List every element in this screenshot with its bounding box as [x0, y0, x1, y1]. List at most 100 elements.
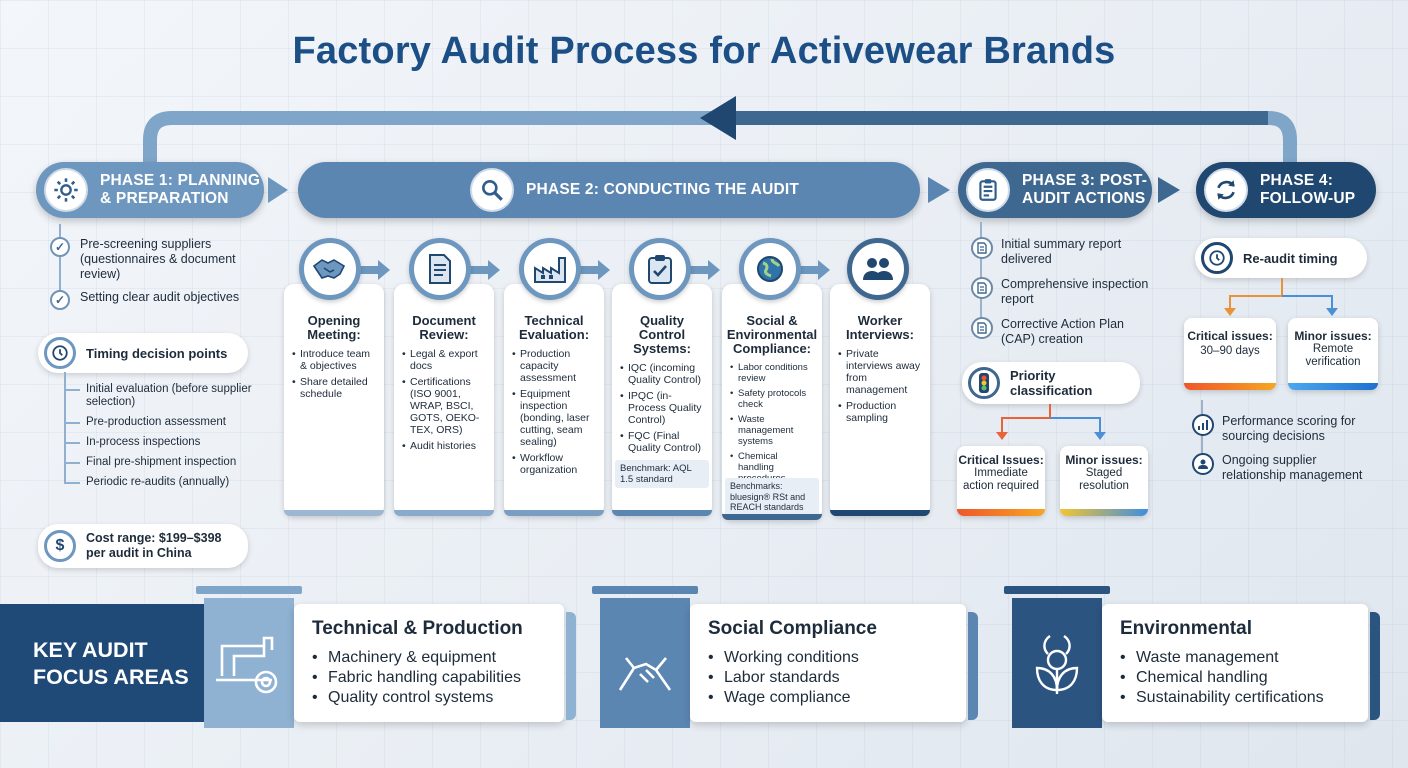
focus-card-social: Social Compliance Working conditions Lab… — [690, 604, 966, 722]
minor-issues-box: Minor issues: Staged resolution — [1060, 446, 1148, 516]
step-item: FQC (Final Quality Control) — [620, 430, 706, 454]
page-title: Factory Audit Process for Activewear Bra… — [292, 30, 1116, 72]
focus-title: Social Compliance — [708, 618, 877, 639]
step-card-social-environmental: Social & Environmental Compliance: Labor… — [722, 284, 822, 520]
reaudit-critical-desc: 30–90 days — [1200, 345, 1260, 357]
clipboard-icon — [966, 168, 1010, 212]
leaf-icon — [1012, 598, 1102, 728]
focus-item: Sustainability certifications — [1120, 688, 1324, 708]
magnifier-icon — [470, 168, 514, 212]
follow-up-item: Performance scoring for sourcing decisio… — [1192, 414, 1382, 444]
step-benchmark: Benchmark: AQL 1.5 standard — [615, 460, 709, 488]
card-bottom-bar — [830, 510, 930, 516]
card-bottom-bar — [504, 510, 604, 516]
reaudit-branch-arrows — [1224, 278, 1338, 316]
report-text: Initial summary report delivered — [1001, 237, 1122, 266]
card-bottom-bar — [394, 510, 494, 516]
dollar-icon: $ — [44, 530, 76, 562]
phase-2-header: PHASE 2: CONDUCTING THE AUDIT — [298, 162, 920, 218]
focus-item: Fabric handling capabilities — [312, 668, 521, 688]
factory-icon — [519, 238, 581, 300]
step-item: Equipment inspection (bonding, laser cut… — [512, 388, 598, 448]
follow-up-item: Ongoing supplier relationship management — [1192, 453, 1382, 483]
timing-timeline — [64, 372, 66, 484]
step-item: Production sampling — [838, 400, 924, 424]
follow-up-text: Performance scoring for sourcing decisio… — [1222, 414, 1356, 443]
checkmark-icon: ✓ — [50, 237, 70, 257]
step-title: Opening Meeting: — [307, 313, 361, 342]
reaudit-minor-box: Minor issues: Remote verification — [1288, 318, 1378, 390]
document-icon — [971, 317, 993, 339]
minor-gradient-bar — [1060, 509, 1148, 516]
phase-3-header: PHASE 3: POST-AUDIT ACTIONS — [958, 162, 1152, 218]
focus-cap-bar — [196, 586, 302, 594]
focus-stripe — [566, 612, 576, 720]
reaudit-critical-title: Critical issues: — [1187, 329, 1273, 343]
critical-issues-box: Critical Issues: Immediate action requir… — [957, 446, 1045, 516]
document-icon — [409, 238, 471, 300]
reaudit-minor-title: Minor issues: — [1294, 329, 1372, 343]
report-text: Comprehensive inspection report — [1001, 277, 1149, 306]
report-item: Comprehensive inspection report — [971, 277, 1151, 307]
step-item: Introduce team & objectives — [292, 348, 378, 372]
focus-cap-bar — [592, 586, 698, 594]
priority-title: Priority classification — [1010, 368, 1093, 398]
phase-1-connector — [59, 224, 61, 304]
timing-item: In-process inspections — [64, 436, 261, 449]
step-benchmark: Benchmarks: bluesign® RSt and REACH stan… — [725, 478, 819, 516]
step-item: Private interviews away from management — [838, 348, 924, 396]
refresh-icon — [1204, 168, 1248, 212]
step-item: Certifications (ISO 9001, WRAP, BSCI, GO… — [402, 376, 488, 436]
minor-issues-title: Minor issues: — [1065, 453, 1143, 467]
minor-gradient-bar — [1288, 383, 1378, 390]
reaudit-timing-pill: Re-audit timing — [1195, 238, 1367, 278]
phase-1-check-item: ✓Setting clear audit objectives — [50, 290, 240, 310]
traffic-light-icon — [968, 367, 1000, 399]
focus-card-environmental: Environmental Waste management Chemical … — [1102, 604, 1368, 722]
timing-item: Pre-production assessment — [64, 416, 261, 429]
phase-4-header: PHASE 4:FOLLOW-UP — [1196, 162, 1376, 218]
handshake-icon — [600, 598, 690, 728]
step-item: Workflow organization — [512, 452, 598, 476]
relationship-icon — [1192, 453, 1214, 475]
focus-cap-bar — [1004, 586, 1110, 594]
report-text: Corrective Action Plan (CAP) creation — [1001, 317, 1124, 346]
cost-range-text: Cost range: $199–$398 per audit in China — [86, 531, 222, 560]
step-item: Waste management systems — [730, 414, 816, 447]
step-connectors — [358, 260, 830, 280]
step-title: Worker Interviews: — [846, 313, 914, 342]
focus-areas-label-line1: KEY AUDIT — [33, 638, 148, 662]
focus-item: Chemical handling — [1120, 668, 1324, 688]
priority-classification-pill: Priority classification — [962, 362, 1140, 404]
phase-1-check-text: Pre-screening suppliers (questionnaires … — [80, 237, 236, 281]
phase-1-label-line1: PHASE 1: PLANNING — [100, 172, 261, 189]
card-bottom-bar — [612, 510, 712, 516]
phase-1-label-line2: & PREPARATION — [100, 190, 229, 207]
phase-3-label-line2: AUDIT ACTIONS — [1022, 190, 1146, 207]
gear-icon — [44, 168, 88, 212]
priority-branch-arrows — [996, 404, 1106, 440]
step-card-document-review: Document Review: Legal & export docs Cer… — [394, 284, 494, 516]
step-card-technical-evaluation: Technical Evaluation: Production capacit… — [504, 284, 604, 516]
focus-item: Labor standards — [708, 668, 859, 688]
focus-item: Working conditions — [708, 648, 859, 668]
focus-title: Environmental — [1120, 618, 1252, 639]
focus-areas-label: KEY AUDIT FOCUS AREAS — [33, 637, 189, 691]
follow-up-text: Ongoing supplier relationship management — [1222, 453, 1363, 482]
focus-stripe — [968, 612, 978, 720]
step-item: Share detailed schedule — [292, 376, 378, 400]
timing-item: Periodic re-audits (annually) — [64, 476, 261, 489]
critical-gradient-bar — [957, 509, 1045, 516]
timing-decision-pill: Timing decision points — [38, 333, 248, 373]
focus-card-technical: Technical & Production Machinery & equip… — [294, 604, 564, 722]
step-item: Safety protocols check — [730, 388, 816, 410]
bar-chart-icon — [1192, 414, 1214, 436]
step-item: Legal & export docs — [402, 348, 488, 372]
step-item: IQC (incoming Quality Control) — [620, 362, 706, 386]
timing-title: Timing decision points — [86, 345, 228, 361]
document-icon — [971, 237, 993, 259]
minor-issues-desc: Staged resolution — [1079, 467, 1129, 492]
critical-issues-title: Critical Issues: — [958, 453, 1044, 467]
timing-item: Final pre-shipment inspection — [64, 456, 261, 469]
